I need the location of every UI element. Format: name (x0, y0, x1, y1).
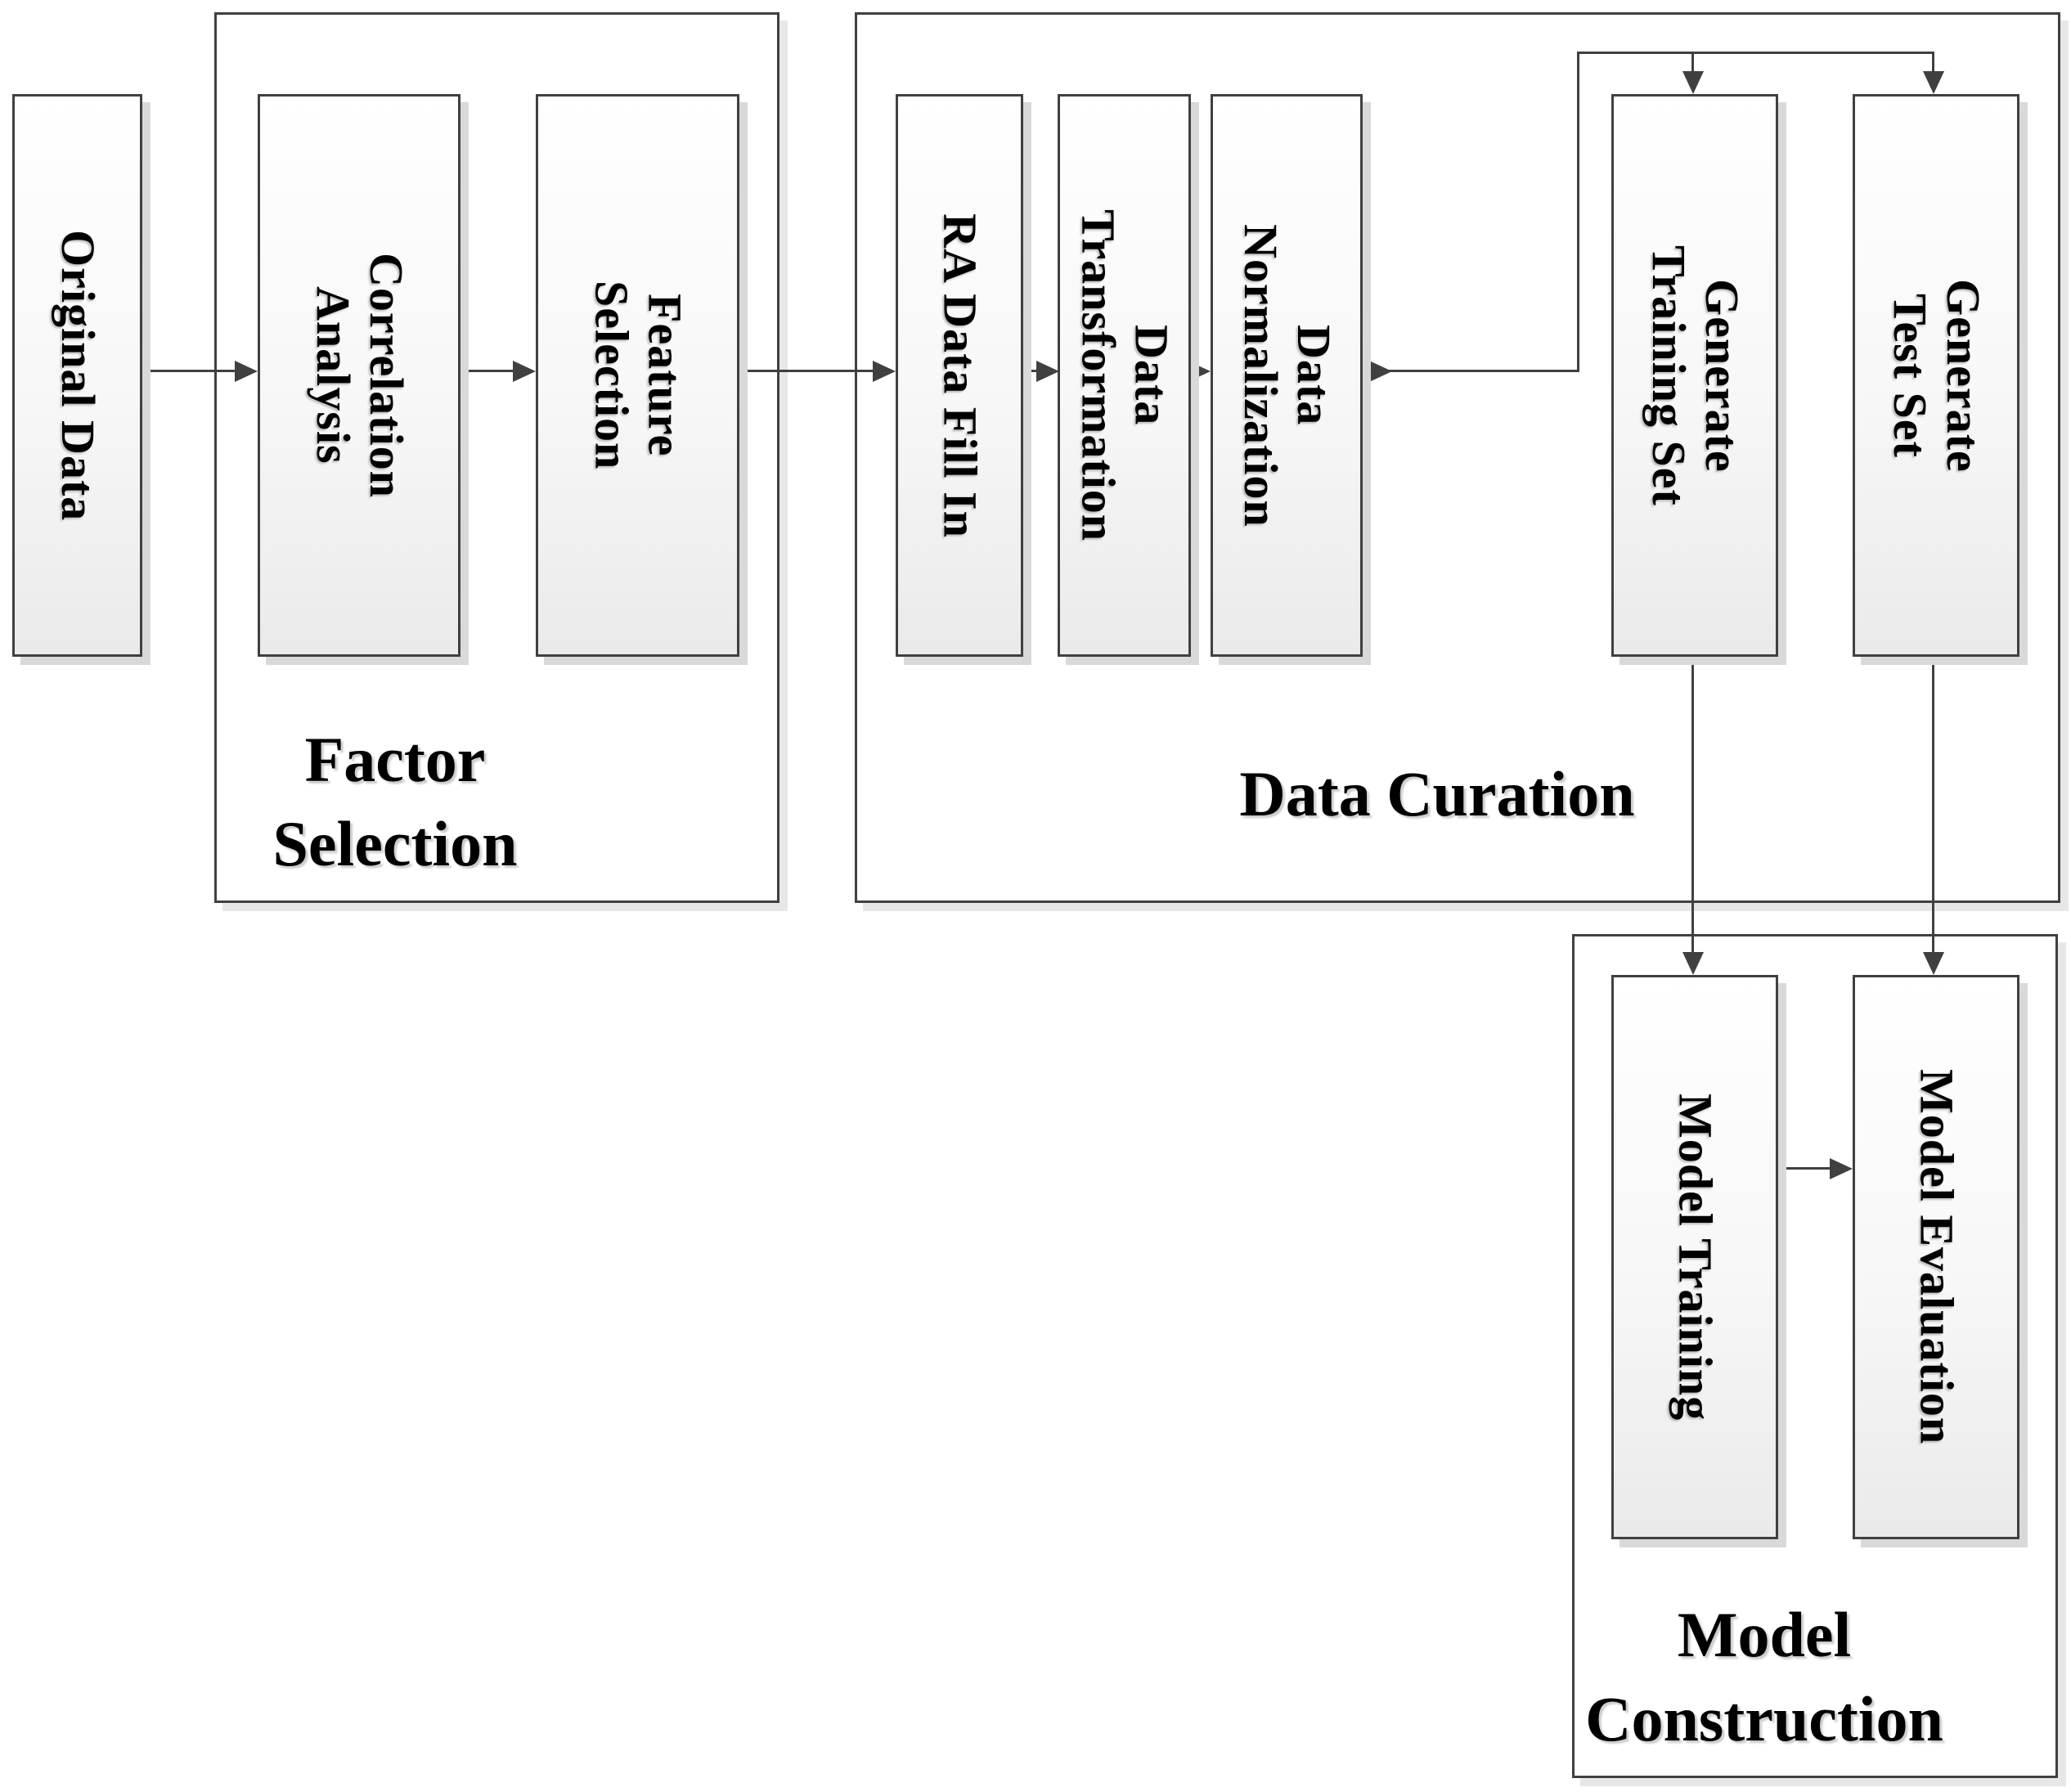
arrowhead-right-icon (1188, 361, 1211, 382)
line-segment (1018, 370, 1038, 372)
data-curation-group-label: Data Curation (1239, 758, 1635, 829)
drop-line (1932, 52, 1934, 73)
node-ra-data-fill-in: RA Data Fill In (896, 94, 1023, 657)
arrowhead-right-icon (513, 361, 536, 382)
node-generate-training-set: Generate Training Set (1611, 94, 1778, 657)
node-label: Generate Test Set (1884, 278, 1990, 473)
node-label: Data Transformation (1071, 209, 1179, 541)
drop-line (1691, 52, 1694, 73)
node-label: RA Data Fill In (933, 213, 987, 538)
line-segment (137, 370, 237, 372)
line-segment (1358, 370, 1579, 372)
node-model-training: Model Training (1611, 975, 1778, 1539)
line-segment (1932, 652, 1934, 953)
factor-selection-group-label: Factor Selection (272, 724, 518, 879)
node-generate-test-set: Generate Test Set (1853, 94, 2019, 657)
node-label: Generate Training Set (1642, 245, 1749, 506)
arrowhead-right-icon (873, 361, 896, 382)
node-feature-selection: Feature Selection (536, 94, 739, 657)
arrowhead-down-icon (1923, 71, 1944, 94)
node-label: Model Evaluation (1910, 1069, 1964, 1445)
node-label: Correlation Analysis (307, 253, 413, 498)
line-segment (456, 370, 514, 372)
arrowhead-right-icon (235, 361, 258, 382)
node-label: Feature Selection (585, 281, 692, 470)
riser-line (1577, 52, 1579, 372)
node-label: Original Data (51, 229, 105, 522)
node-model-evaluation: Model Evaluation (1853, 975, 2019, 1539)
arrowhead-right-icon (1036, 361, 1059, 382)
node-correlation-analysis: Correlation Analysis (258, 94, 460, 657)
arrowhead-right-icon (1830, 1158, 1853, 1179)
arrowhead-down-icon (1682, 71, 1704, 94)
arrowhead-right-icon (1369, 361, 1392, 382)
node-label: Model Training (1669, 1093, 1723, 1421)
line-segment (1691, 652, 1694, 953)
node-label: Data Normalization (1234, 223, 1341, 528)
node-original-data: Original Data (12, 94, 142, 657)
line-segment (735, 370, 874, 372)
model-construction-group-label: Model Construction (1585, 1599, 1943, 1754)
arrowhead-down-icon (1682, 952, 1704, 975)
node-data-normalization: Data Normalization (1211, 94, 1363, 657)
top-run-line (1577, 52, 1934, 54)
node-data-transformation: Data Transformation (1058, 94, 1191, 657)
arrowhead-down-icon (1923, 952, 1944, 975)
line-segment (1773, 1167, 1831, 1170)
